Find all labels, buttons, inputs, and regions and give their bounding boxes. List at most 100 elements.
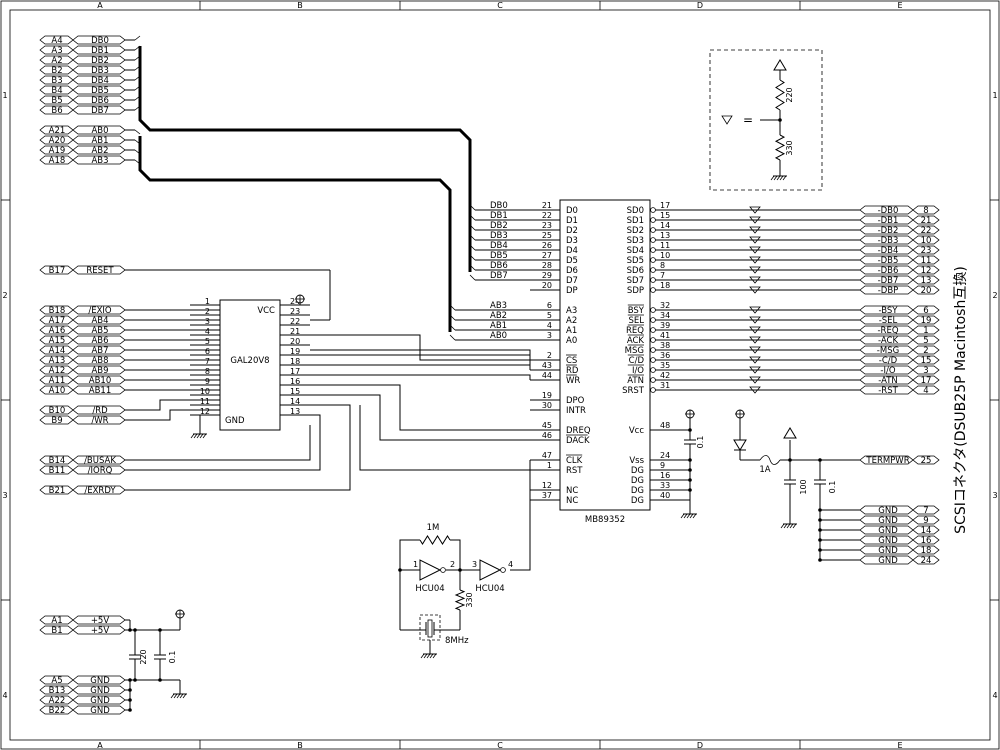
ic-pin-number: 8 bbox=[660, 261, 665, 270]
terminator-arrow bbox=[749, 236, 761, 244]
ic-pin-name: DACK bbox=[566, 436, 590, 446]
connector-pin-flag bbox=[912, 555, 940, 565]
gal-pin-number: 10 bbox=[200, 387, 210, 396]
connector-pin-flag bbox=[912, 375, 940, 385]
bus-net-label: AB3 bbox=[490, 301, 507, 311]
gal-pin-number: 16 bbox=[290, 377, 300, 386]
ic-pin-number: 18 bbox=[660, 281, 670, 290]
ic-pin-number: 20 bbox=[542, 281, 552, 290]
inversion-bubble bbox=[650, 217, 656, 223]
ground-symbol bbox=[170, 693, 175, 699]
gal-pin-number: 2 bbox=[205, 307, 210, 316]
terminator-arrow bbox=[749, 256, 761, 264]
connector-signal-label: /BUSAK bbox=[84, 456, 116, 466]
ic-pin-name: INTR bbox=[566, 406, 586, 416]
gal-vcc-label: VCC bbox=[257, 306, 275, 316]
inversion-bubble bbox=[650, 257, 656, 263]
inversion-bubble bbox=[650, 277, 656, 283]
connector-signal-label: AB0 bbox=[91, 126, 108, 136]
ic-pin-number: 16 bbox=[660, 471, 670, 480]
junction-dot bbox=[818, 518, 822, 522]
ground-symbol bbox=[182, 693, 187, 699]
terminator-arrow bbox=[749, 386, 761, 394]
ic-pin-name: SD6 bbox=[627, 266, 644, 276]
ground-symbol bbox=[429, 653, 434, 659]
ic-pin-number: 14 bbox=[660, 221, 670, 230]
connector-pin-label: 9 bbox=[923, 516, 928, 526]
inversion-bubble bbox=[650, 387, 656, 393]
connector-pin-flag bbox=[912, 275, 940, 285]
capacitor-value-220: 220 bbox=[139, 649, 148, 664]
connector-pin-label: A5 bbox=[51, 676, 62, 686]
connector-signal-label: GND bbox=[878, 556, 898, 566]
connector-signal-label: GND bbox=[878, 526, 898, 536]
gal-gnd-label: GND bbox=[225, 416, 245, 426]
connector-pin-label: 14 bbox=[921, 526, 932, 536]
connector-pin-flag bbox=[912, 265, 940, 275]
ic-pin-number: 13 bbox=[660, 231, 670, 240]
connector-signal-label: /IORQ bbox=[88, 466, 113, 476]
connector-signal-label: AB11 bbox=[89, 386, 111, 396]
connector-pin-label: B3 bbox=[51, 76, 62, 86]
grid-row-label: 2 bbox=[2, 291, 7, 300]
connector-pin-label: 2 bbox=[923, 346, 928, 356]
ground-symbol bbox=[202, 433, 207, 439]
ground-symbol bbox=[420, 653, 425, 659]
ic-pin-name: NC bbox=[566, 496, 578, 506]
connector-pin-flag bbox=[912, 525, 940, 535]
bus-net-label: AB1 bbox=[490, 321, 507, 331]
grid-row-label: 2 bbox=[992, 291, 997, 300]
connector-pin-label: B21 bbox=[49, 486, 66, 496]
ic-pin-number: 38 bbox=[660, 341, 670, 350]
connector-signal-label: AB10 bbox=[89, 376, 111, 386]
ic-pin-number: 19 bbox=[542, 391, 552, 400]
bus-net-label: DB4 bbox=[490, 241, 508, 251]
connector-signal-label: /EXIO bbox=[88, 306, 112, 316]
junction-dot bbox=[818, 538, 822, 542]
ic-pin-number: 3 bbox=[547, 331, 552, 340]
bus-entry bbox=[469, 234, 476, 241]
bus-net-label: DB6 bbox=[490, 261, 508, 271]
ic-pin-name: Vss bbox=[629, 456, 644, 466]
connector-pin-label: A18 bbox=[49, 156, 66, 166]
ground-symbol bbox=[173, 693, 178, 699]
ic-pin-number: 29 bbox=[542, 271, 552, 280]
wire bbox=[450, 539, 461, 570]
connector-signal-label: /RD bbox=[92, 406, 108, 416]
inverter-2 bbox=[479, 559, 502, 581]
grid-column-label: E bbox=[897, 741, 902, 750]
wire-busak bbox=[125, 425, 311, 461]
junction-dot bbox=[128, 628, 132, 632]
gal-pin-number: 8 bbox=[205, 367, 210, 376]
ic-pin-number: 45 bbox=[542, 421, 552, 430]
ground-symbol bbox=[176, 693, 181, 699]
gal-pin-number: 6 bbox=[205, 347, 210, 356]
bus-entry bbox=[469, 214, 476, 221]
resistor bbox=[774, 134, 786, 161]
ic-pin-name: SD1 bbox=[627, 216, 644, 226]
junction-dot bbox=[818, 558, 822, 562]
inversion-bubble bbox=[650, 337, 656, 343]
ground-symbol bbox=[686, 513, 691, 519]
inversion-bubble bbox=[650, 357, 656, 363]
ic-pin-number: 4 bbox=[547, 321, 552, 330]
bus-entry bbox=[134, 129, 141, 135]
junction-dot bbox=[818, 548, 822, 552]
wire-dreq bbox=[310, 384, 530, 431]
ic-pin-name: DP bbox=[566, 286, 578, 296]
ic-pin-name: DREQ bbox=[566, 426, 591, 436]
inverter-2-label: HCU04 bbox=[475, 584, 504, 594]
terminator-arrow bbox=[749, 376, 761, 384]
grid-column-label: B bbox=[297, 1, 303, 10]
connector-pin-label: 22 bbox=[921, 226, 932, 236]
ground-symbol bbox=[770, 175, 775, 181]
ic-pin-name: SRST bbox=[622, 386, 645, 396]
ic-pin-name: SD0 bbox=[627, 206, 644, 216]
ic-pin-name: BSY bbox=[628, 306, 645, 316]
grid-column-label: C bbox=[497, 1, 503, 10]
ground-symbol bbox=[689, 513, 694, 519]
connector-pin-label: A10 bbox=[49, 386, 66, 396]
